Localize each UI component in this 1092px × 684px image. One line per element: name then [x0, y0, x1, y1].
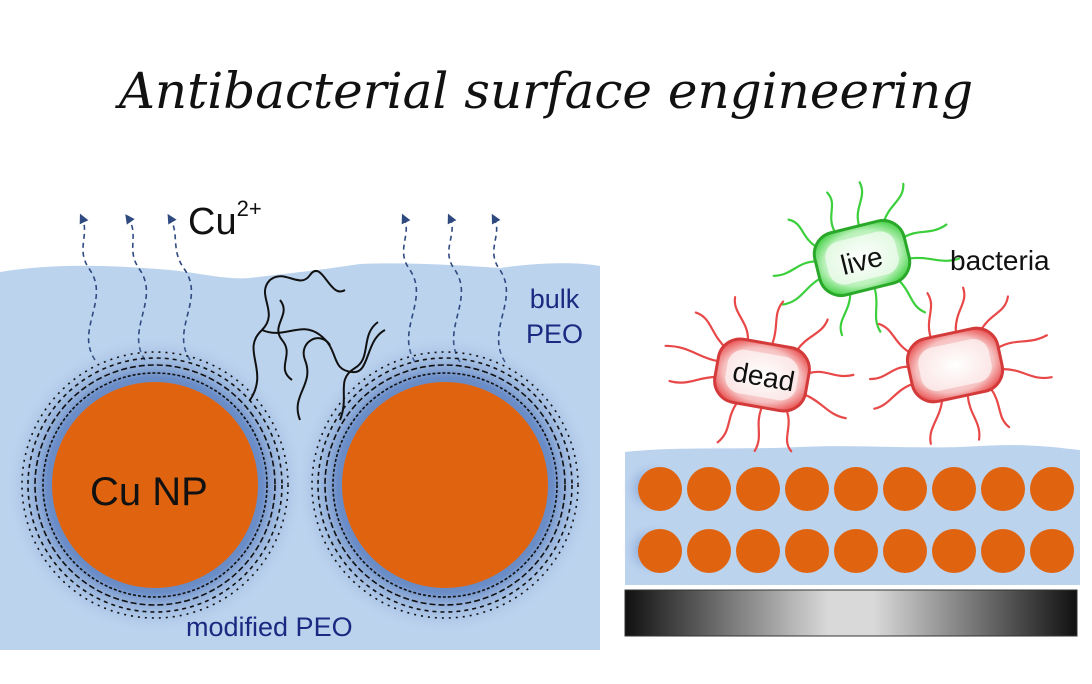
ion-charge: 2+ — [236, 196, 262, 221]
cu-np-label: Cu NP — [90, 470, 208, 514]
ion-symbol: Cu — [188, 201, 237, 243]
cu-nanoparticle — [52, 382, 258, 588]
particle-row-bottom — [638, 529, 1074, 573]
live-bacterium — [772, 181, 961, 337]
dead-bacterium — [664, 296, 855, 453]
bacteria-label: bacteria — [950, 245, 1050, 276]
diagram-title: Antibacterial surface engineering — [118, 62, 974, 120]
polymer-chains — [249, 270, 386, 421]
bulk-peo-line1: bulk — [529, 284, 580, 314]
dead-bacterium — [868, 286, 1053, 445]
bulk-peo-label: bulk PEO — [526, 282, 583, 352]
modified-peo-label: modified PEO — [186, 612, 353, 642]
copper-ion-label: Cu2+ — [188, 196, 262, 244]
bulk-peo-line2: PEO — [526, 319, 584, 349]
ion-release-arrows — [79, 213, 508, 363]
cu-nanoparticle — [342, 382, 548, 588]
particle-row-top — [638, 467, 1074, 511]
substrate — [624, 589, 1078, 637]
polymer-shell — [21, 351, 579, 619]
